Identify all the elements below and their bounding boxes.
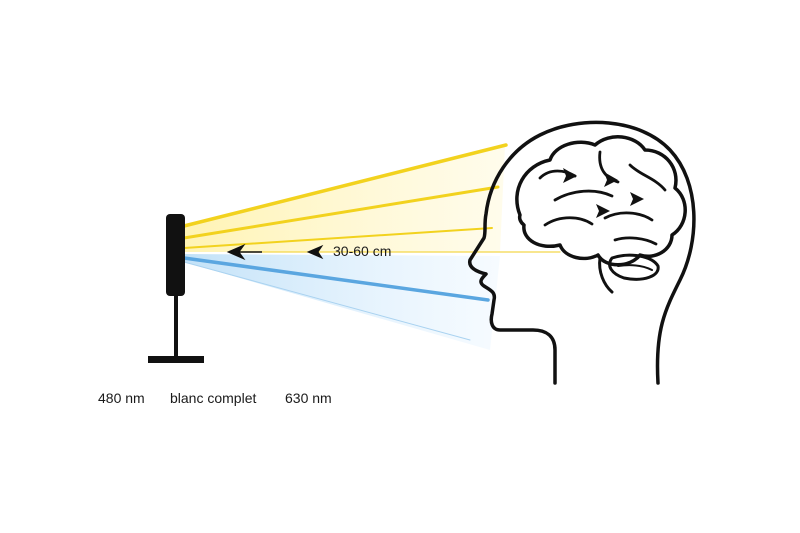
wavelength-630-label: 630 nm xyxy=(285,390,332,406)
distance-label: 30-60 cm xyxy=(333,243,392,259)
distance-arrow xyxy=(226,243,324,261)
yellow-light-cone xyxy=(184,145,505,252)
blue-beam-lines xyxy=(182,256,490,341)
blue-light-cone xyxy=(184,254,500,350)
yellow-beam-lines xyxy=(182,143,561,253)
wavelength-480-label: 480 nm xyxy=(98,390,145,406)
brain-flow-arrows xyxy=(563,168,644,218)
full-white-label: blanc complet xyxy=(170,390,257,406)
light-panel-icon xyxy=(148,214,204,363)
